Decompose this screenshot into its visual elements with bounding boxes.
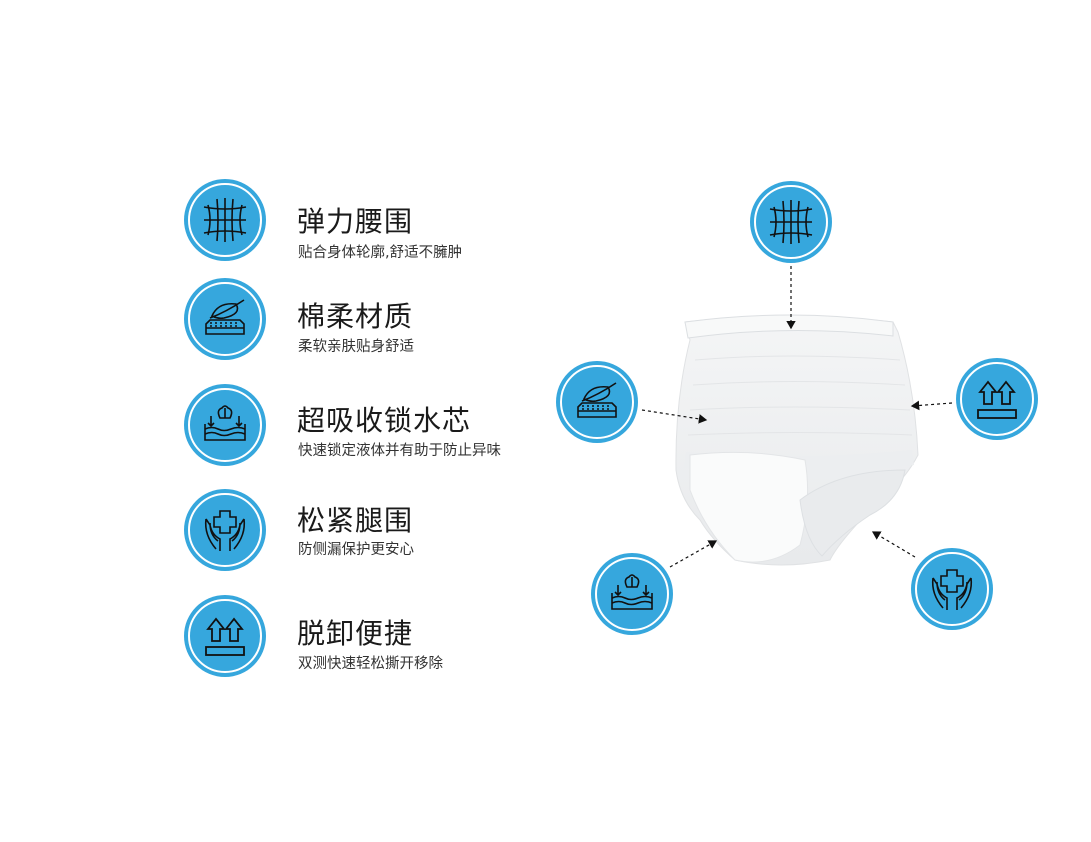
feature-title: 超吸收锁水芯 [297,404,472,437]
feature-desc: 防侧漏保护更安心 [298,542,414,558]
feature-title: 脱卸便捷 [297,617,414,650]
arrows-up-icon [184,595,266,677]
feature-title: 棉柔材质 [297,300,414,333]
elastic-waist-grid-icon [750,181,832,263]
absorbent-core-icon [591,553,673,635]
elastic-waist-grid-icon [184,179,266,261]
absorbent-core-icon [184,384,266,466]
feather-cushion-icon [184,278,266,360]
feature-desc: 快速锁定液体并有助于防止异味 [298,443,501,459]
pointer-arrows [641,266,953,568]
feature-desc: 双测快速轻松撕开移除 [298,656,443,672]
feature-desc: 柔软亲肤贴身舒适 [298,339,414,355]
feature-desc: 贴合身体轮廓,舒适不臃肿 [298,245,463,261]
hands-cross-icon [911,548,993,630]
feather-cushion-icon [556,361,638,443]
pull-up-diaper-image [675,314,919,566]
arrows-up-icon [956,358,1038,440]
feature-title: 弹力腰围 [297,205,414,238]
hands-cross-icon [184,489,266,571]
feature-title: 松紧腿围 [297,504,414,537]
